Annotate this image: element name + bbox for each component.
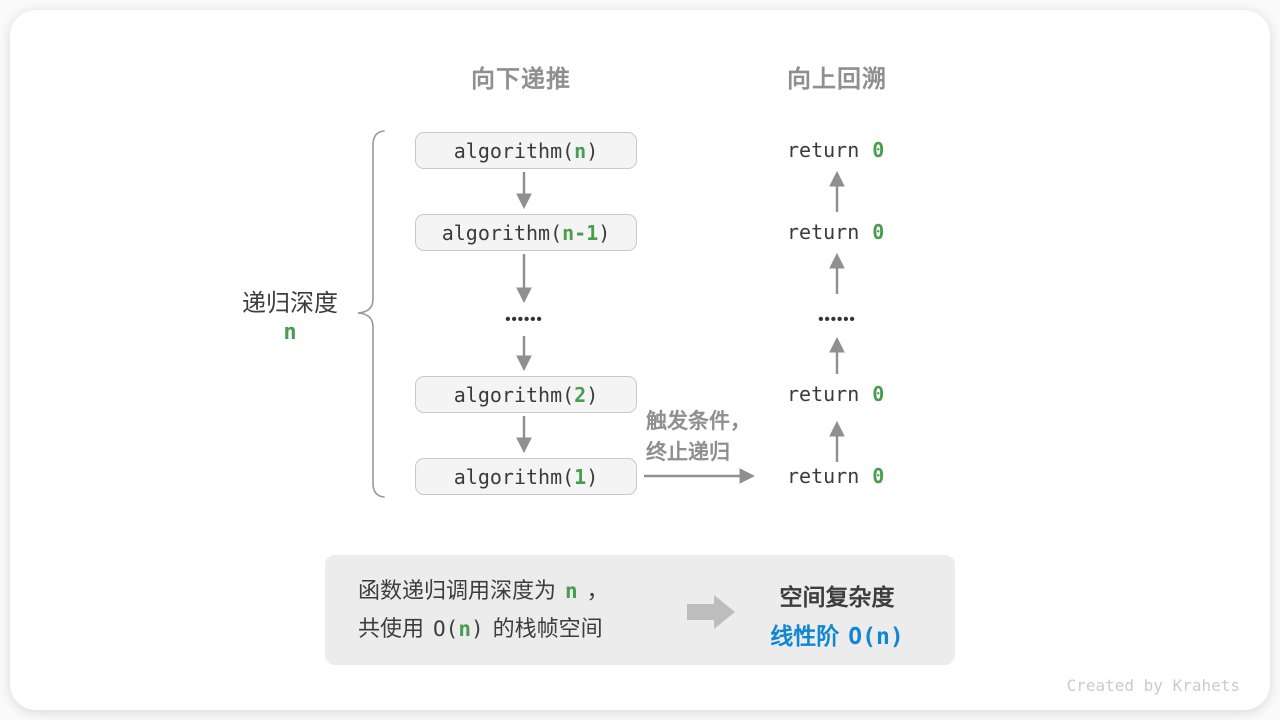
watermark-credit: Created by Krahets	[1066, 676, 1240, 695]
call-box-1: algorithm(1)	[415, 458, 637, 495]
ellipsis-right: ••••••	[818, 311, 856, 328]
terminate-condition-label: 触发条件， 终止递归	[646, 410, 751, 464]
ellipsis-left: ••••••	[505, 311, 543, 328]
implies-arrow-icon	[687, 595, 735, 629]
call-box-2: algorithm(2)	[415, 376, 637, 413]
space-complexity-title: 空间复杂度	[779, 584, 895, 610]
call-box-n: algorithm(n)	[415, 132, 637, 169]
header-upward-backtracking: 向上回溯	[787, 66, 887, 93]
depth-value: n	[283, 320, 297, 345]
call-box-n-1: algorithm(n-1)	[415, 214, 637, 251]
summary-panel	[325, 555, 955, 665]
depth-label: 递归深度	[242, 290, 338, 317]
header-downward-recursion: 向下递推	[471, 66, 571, 93]
